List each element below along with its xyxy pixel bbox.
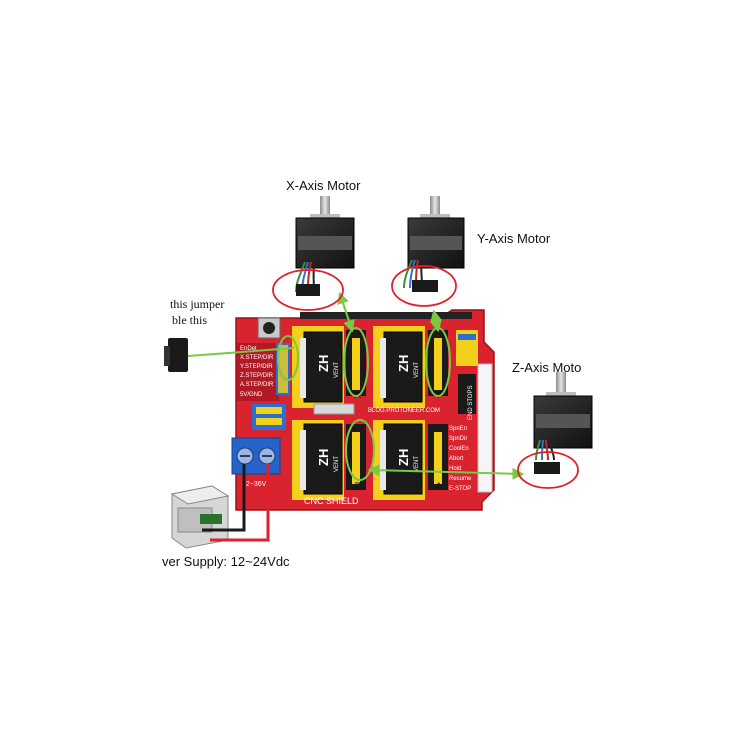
driver-y: [373, 326, 425, 408]
slot-label-z: Z: [354, 481, 361, 493]
highlight-x-plug: [272, 269, 344, 311]
highlight-y-plug: [391, 265, 457, 307]
jumper-note-line1: this jumper: [170, 297, 225, 311]
highlight-jumper-pins: [277, 335, 299, 381]
right-pin-6: E-STOP: [449, 486, 471, 492]
driver-y-sub: VENT: [414, 362, 420, 378]
power-terminal: [231, 437, 281, 475]
voltage-label: 12~36V: [242, 481, 267, 488]
left-pin-2: Y.STEP/DIR: [240, 364, 273, 370]
green-annotation-lines: [187, 291, 525, 480]
driver-z-sub: VENT: [334, 456, 340, 472]
fuse: [313, 403, 355, 415]
x-axis-motor-label: X-Axis Motor: [286, 178, 361, 193]
x-axis-motor: [295, 196, 355, 296]
slot-label-a: A: [435, 481, 443, 493]
top-header-pins: [300, 312, 472, 319]
z-axis-motor: [533, 372, 593, 474]
driver-a-sub: VENT: [414, 456, 420, 472]
power-wires: [202, 464, 270, 542]
power-supply-unit: [170, 485, 230, 549]
driver-a: [373, 420, 425, 500]
driver-z: [292, 420, 344, 500]
left-pin-4: A.STEP/DIR: [240, 382, 274, 388]
z-axis-motor-label: Z-Axis Moto: [512, 360, 582, 375]
reset-button: [257, 317, 281, 339]
driver-brand-text: ZH VENT ZH VENT ZH VENT ZH VENT: [316, 355, 420, 472]
highlight-z-plug: [517, 451, 579, 489]
cnc-shield-board: [231, 309, 495, 511]
highlight-x-header: [343, 327, 369, 397]
right-pin-header: [456, 330, 493, 493]
left-pin-3: Z.STEP/DIR: [240, 373, 274, 379]
left-pin-0: EnDet: [240, 346, 257, 352]
driver-x-brand: ZH: [316, 355, 331, 372]
left-lower-header: [252, 404, 286, 430]
driver-x: [292, 326, 344, 408]
left-pin-5: 5V/GND: [240, 392, 263, 398]
right-pin-2: CoolEn: [449, 446, 469, 452]
endstops-label: END STOPS: [468, 385, 474, 420]
highlight-y-header: [425, 327, 451, 397]
driver-a-brand: ZH: [396, 449, 411, 466]
y-axis-motor-label: Y-Axis Motor: [477, 231, 551, 246]
driver-x-sub: VENT: [334, 362, 340, 378]
board-name: CNC SHIELD: [304, 496, 359, 506]
y-axis-motor: [403, 196, 465, 292]
green-highlight-ellipses: [277, 327, 451, 481]
highlight-z-header: [345, 419, 375, 481]
left-pin-1: X.STEP/DIR: [240, 355, 274, 361]
power-supply-label: ver Supply: 12~24Vdc: [162, 554, 290, 569]
board-url: BLOG.PROTONEER.COM: [368, 408, 440, 414]
right-pin-1: SpnDir: [449, 436, 467, 442]
right-pin-5: Resume: [449, 476, 472, 482]
right-pin-0: SpnEn: [449, 426, 467, 432]
driver-y-brand: ZH: [396, 355, 411, 372]
jumper-connector: [164, 338, 188, 372]
red-highlight-ellipses: [272, 265, 579, 489]
driver-z-brand: ZH: [316, 449, 331, 466]
right-pin-4: Hold: [449, 466, 461, 472]
right-pin-3: Abort: [449, 456, 464, 462]
jumper-note-line2: ble this: [172, 313, 207, 327]
